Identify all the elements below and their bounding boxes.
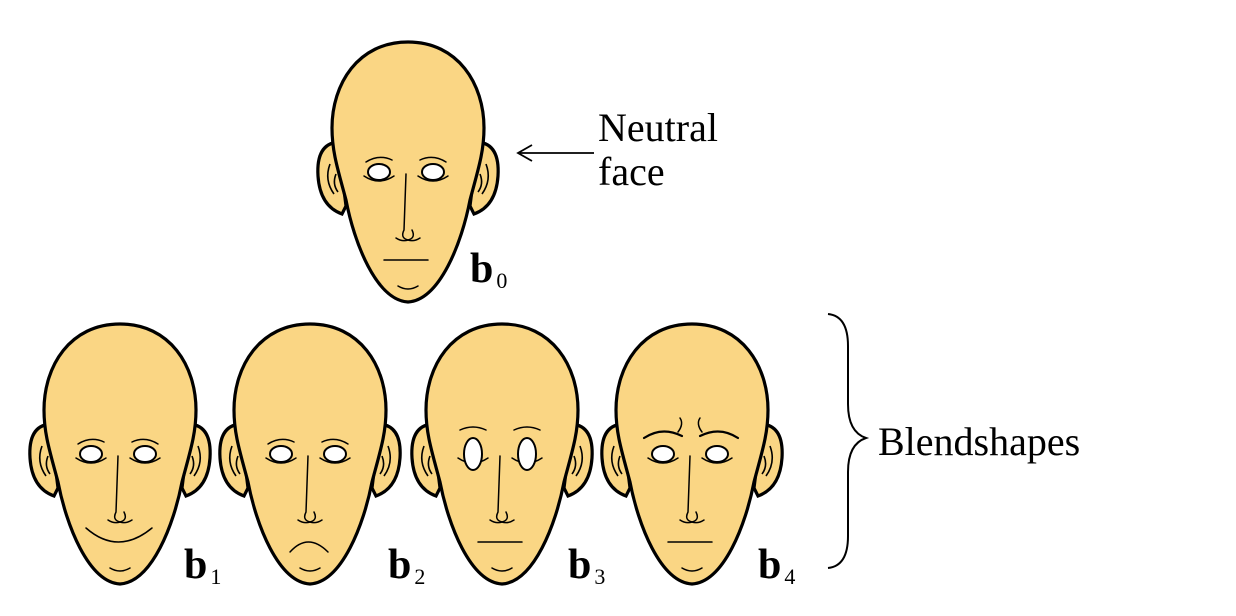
neutral-label-subscript: 0 xyxy=(496,268,508,293)
blendshapes-caption: Blendshapes xyxy=(878,419,1081,464)
neutral-caption-line2: face xyxy=(598,149,665,194)
neutral-face xyxy=(308,24,508,324)
blendshape-label-3-subscript: 3 xyxy=(594,564,606,589)
eyes-wide-face-drawing xyxy=(410,322,594,586)
neutral-caption: Neutral face xyxy=(598,106,718,194)
frown-face-drawing xyxy=(218,322,402,586)
blendshape-label-1-subscript: 1 xyxy=(210,564,222,589)
blendshape-face-4 xyxy=(592,306,792,606)
blendshape-label-2-subscript: 2 xyxy=(414,564,426,589)
blendshape-face-1 xyxy=(20,306,220,606)
neutral-caption-line1: Neutral xyxy=(598,105,718,150)
brow-furrow-face-drawing xyxy=(600,322,784,586)
blendshape-label-2-letter: b xyxy=(388,542,412,588)
blendshape-label-4-letter: b xyxy=(758,542,782,588)
blendshape-label-3-letter: b xyxy=(568,542,592,588)
blendshape-label-4-subscript: 4 xyxy=(784,564,796,589)
blendshape-face-2 xyxy=(210,306,410,606)
neutral-label-letter: b xyxy=(470,246,494,292)
curly-brace-icon xyxy=(827,313,870,569)
neutral-face-drawing xyxy=(316,40,500,304)
blendshape-label-1-letter: b xyxy=(184,542,208,588)
smile-face-drawing xyxy=(28,322,212,586)
blendshape-face-3 xyxy=(402,306,602,606)
arrow-icon xyxy=(516,144,594,162)
